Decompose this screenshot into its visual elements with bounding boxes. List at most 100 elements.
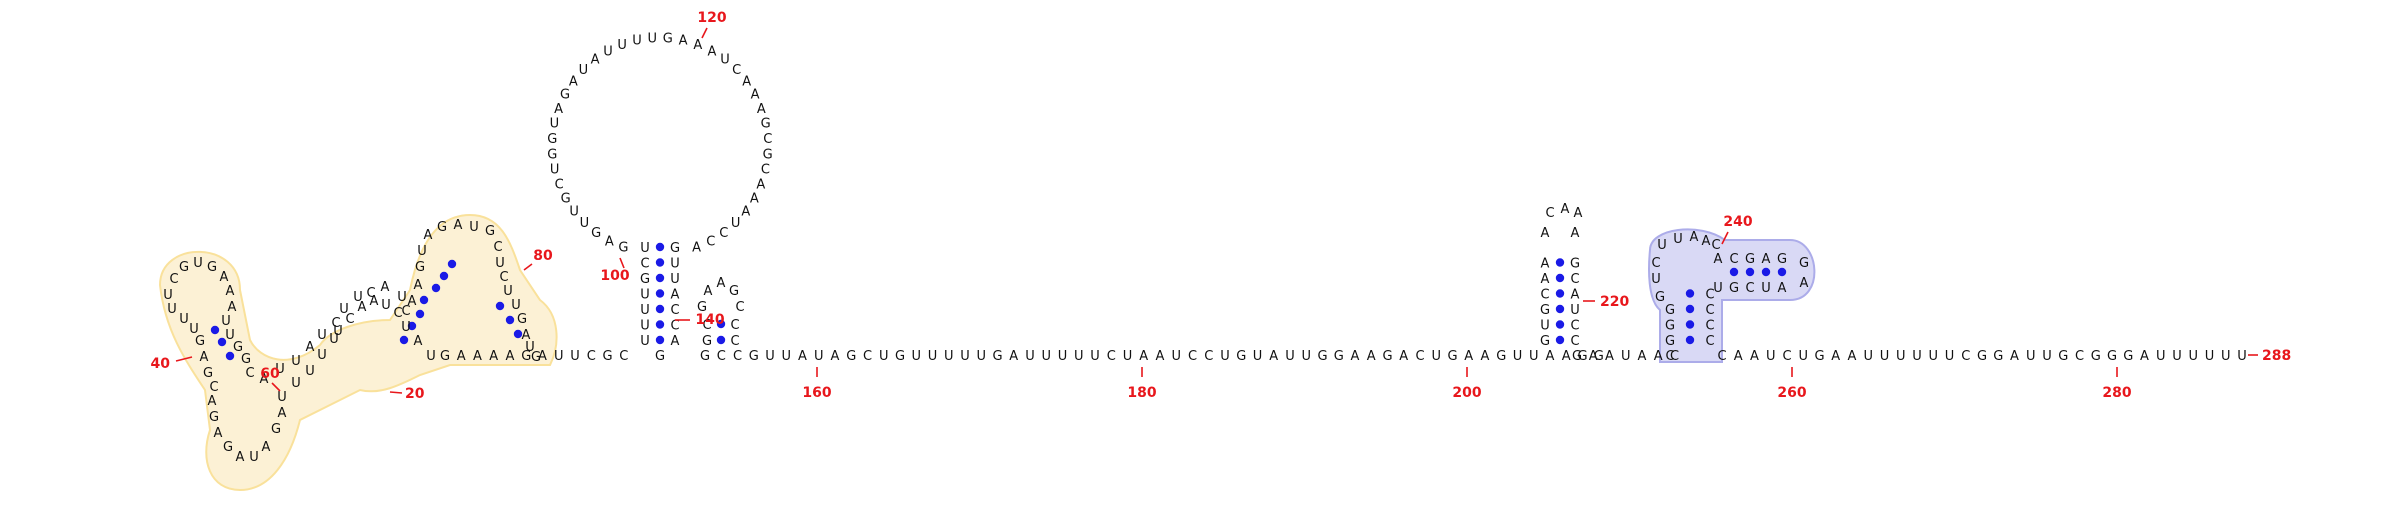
nucleotide-backbone: A [1367,349,1376,364]
stem-nucleotide: U [1761,281,1771,296]
base-pair-dot [655,335,665,345]
nucleotide-backbone: G [2123,349,2133,364]
stem-nucleotide: C [1705,288,1714,303]
domain-nucleotide: A [424,228,433,243]
base-pair-dot [415,309,425,319]
domain-nucleotide: U [401,320,411,335]
position-label: 160 [802,385,831,401]
domain-nucleotide: A [260,372,269,387]
nucleotide-backbone: G [895,349,905,364]
loop-nucleotide: C [763,132,772,147]
loop-nucleotide: A [751,88,760,103]
domain-nucleotide: G [415,260,425,275]
nucleotide-backbone: U [2221,349,2231,364]
nucleotide-backbone: G [846,349,856,364]
loop-nucleotide: A [741,205,750,220]
domain-nucleotide: U [333,324,343,339]
stem-nucleotide: G [1745,252,1755,267]
domain-nucleotide: A [414,334,423,349]
nucleotide-backbone: G [2058,349,2068,364]
nucleotide-backbone: A [798,349,807,364]
nucleotide-backbone: U [2172,349,2182,364]
nucleotide-backbone: U [1074,349,1084,364]
nucleotide-backbone: A [1139,349,1148,364]
position-tick [619,257,625,269]
position-label: 180 [1127,385,1156,401]
nucleotide-backbone: U [814,349,824,364]
nucleotide-backbone: U [570,349,580,364]
domain-nucleotide: G [233,340,243,355]
domain-nucleotide: U [317,348,327,363]
domain-nucleotide: G [209,410,219,425]
base-pair-dot [419,295,429,305]
loop-nucleotide: A [1800,276,1809,291]
nucleotide-backbone: G [1447,349,1457,364]
nucleotide-backbone: U [1301,349,1311,364]
loop-nucleotide: G [763,147,773,162]
nucleotide-backbone: G [602,349,612,364]
domain-nucleotide: G [207,260,217,275]
domain-nucleotide: U [163,288,173,303]
position-label: 20 [405,386,425,402]
loop-nucleotide: U [603,44,613,59]
domain-nucleotide: C [401,304,410,319]
nucleotide-backbone: U [1220,349,1230,364]
stem-nucleotide: U [640,241,650,256]
base-pair-dot [1685,335,1695,345]
nucleotide-backbone: U [1123,349,1133,364]
stem-nucleotide: U [1570,303,1580,318]
base-pair-dot [407,321,417,331]
stem-nucleotide: G [1777,252,1787,267]
nucleotide-backbone: U [1171,349,1181,364]
stem-nucleotide: A [1762,252,1771,267]
nucleotide-backbone: A [1848,349,1857,364]
nucleotide-backbone: U [1798,349,1808,364]
nucleotide-backbone: A [1734,349,1743,364]
loop-nucleotide: G [591,226,601,241]
stem-nucleotide: G [702,334,712,349]
domain-nucleotide: U [225,328,235,343]
nucleotide-backbone: U [1863,349,1873,364]
domain-nucleotide: U [503,284,513,299]
loop-nucleotide: U [550,163,560,178]
domain-nucleotide: A [454,218,463,233]
domain-nucleotide: G [485,224,495,239]
domain-nucleotide: U [397,290,407,305]
nucleotide-backbone: C [1961,349,1970,364]
domain-nucleotide: A [220,270,229,285]
stem-nucleotide: C [1705,303,1714,318]
domain-nucleotide: C [366,286,375,301]
loop-nucleotide: G [560,88,570,103]
nucleotide-backbone: U [1880,349,1890,364]
position-label: 260 [1777,385,1806,401]
base-pair-dot [716,335,726,345]
position-tick [701,27,708,39]
stem-nucleotide: C [1665,349,1674,364]
domain-nucleotide: A [408,294,417,309]
domain-nucleotide: U [417,244,427,259]
loop-nucleotide: A [569,75,578,90]
loop-nucleotide: A [1541,226,1550,241]
loop-nucleotide: G [547,147,557,162]
domain-nucleotide: U [291,354,301,369]
stem-nucleotide: A [1541,272,1550,287]
stem-nucleotide: C [670,303,679,318]
domain-nucleotide: U [353,290,363,305]
domain-nucleotide: G [271,422,281,437]
loop-nucleotide: A [717,276,726,291]
loop-nucleotide: U [579,63,589,78]
loop-nucleotide: A [742,75,751,90]
position-tick [175,356,193,362]
nucleotide-backbone: A [1589,349,1598,364]
nucleotide-backbone: A [506,349,515,364]
domain-nucleotide: A [236,450,245,465]
domain-nucleotide: C [331,316,340,331]
nucleotide-backbone: U [2156,349,2166,364]
loop-nucleotide: A [679,33,688,48]
nucleotide-backbone: A [1605,349,1614,364]
nucleotide-backbone: U [1928,349,1938,364]
stem-nucleotide: A [671,288,680,303]
stem-nucleotide: C [640,257,649,272]
